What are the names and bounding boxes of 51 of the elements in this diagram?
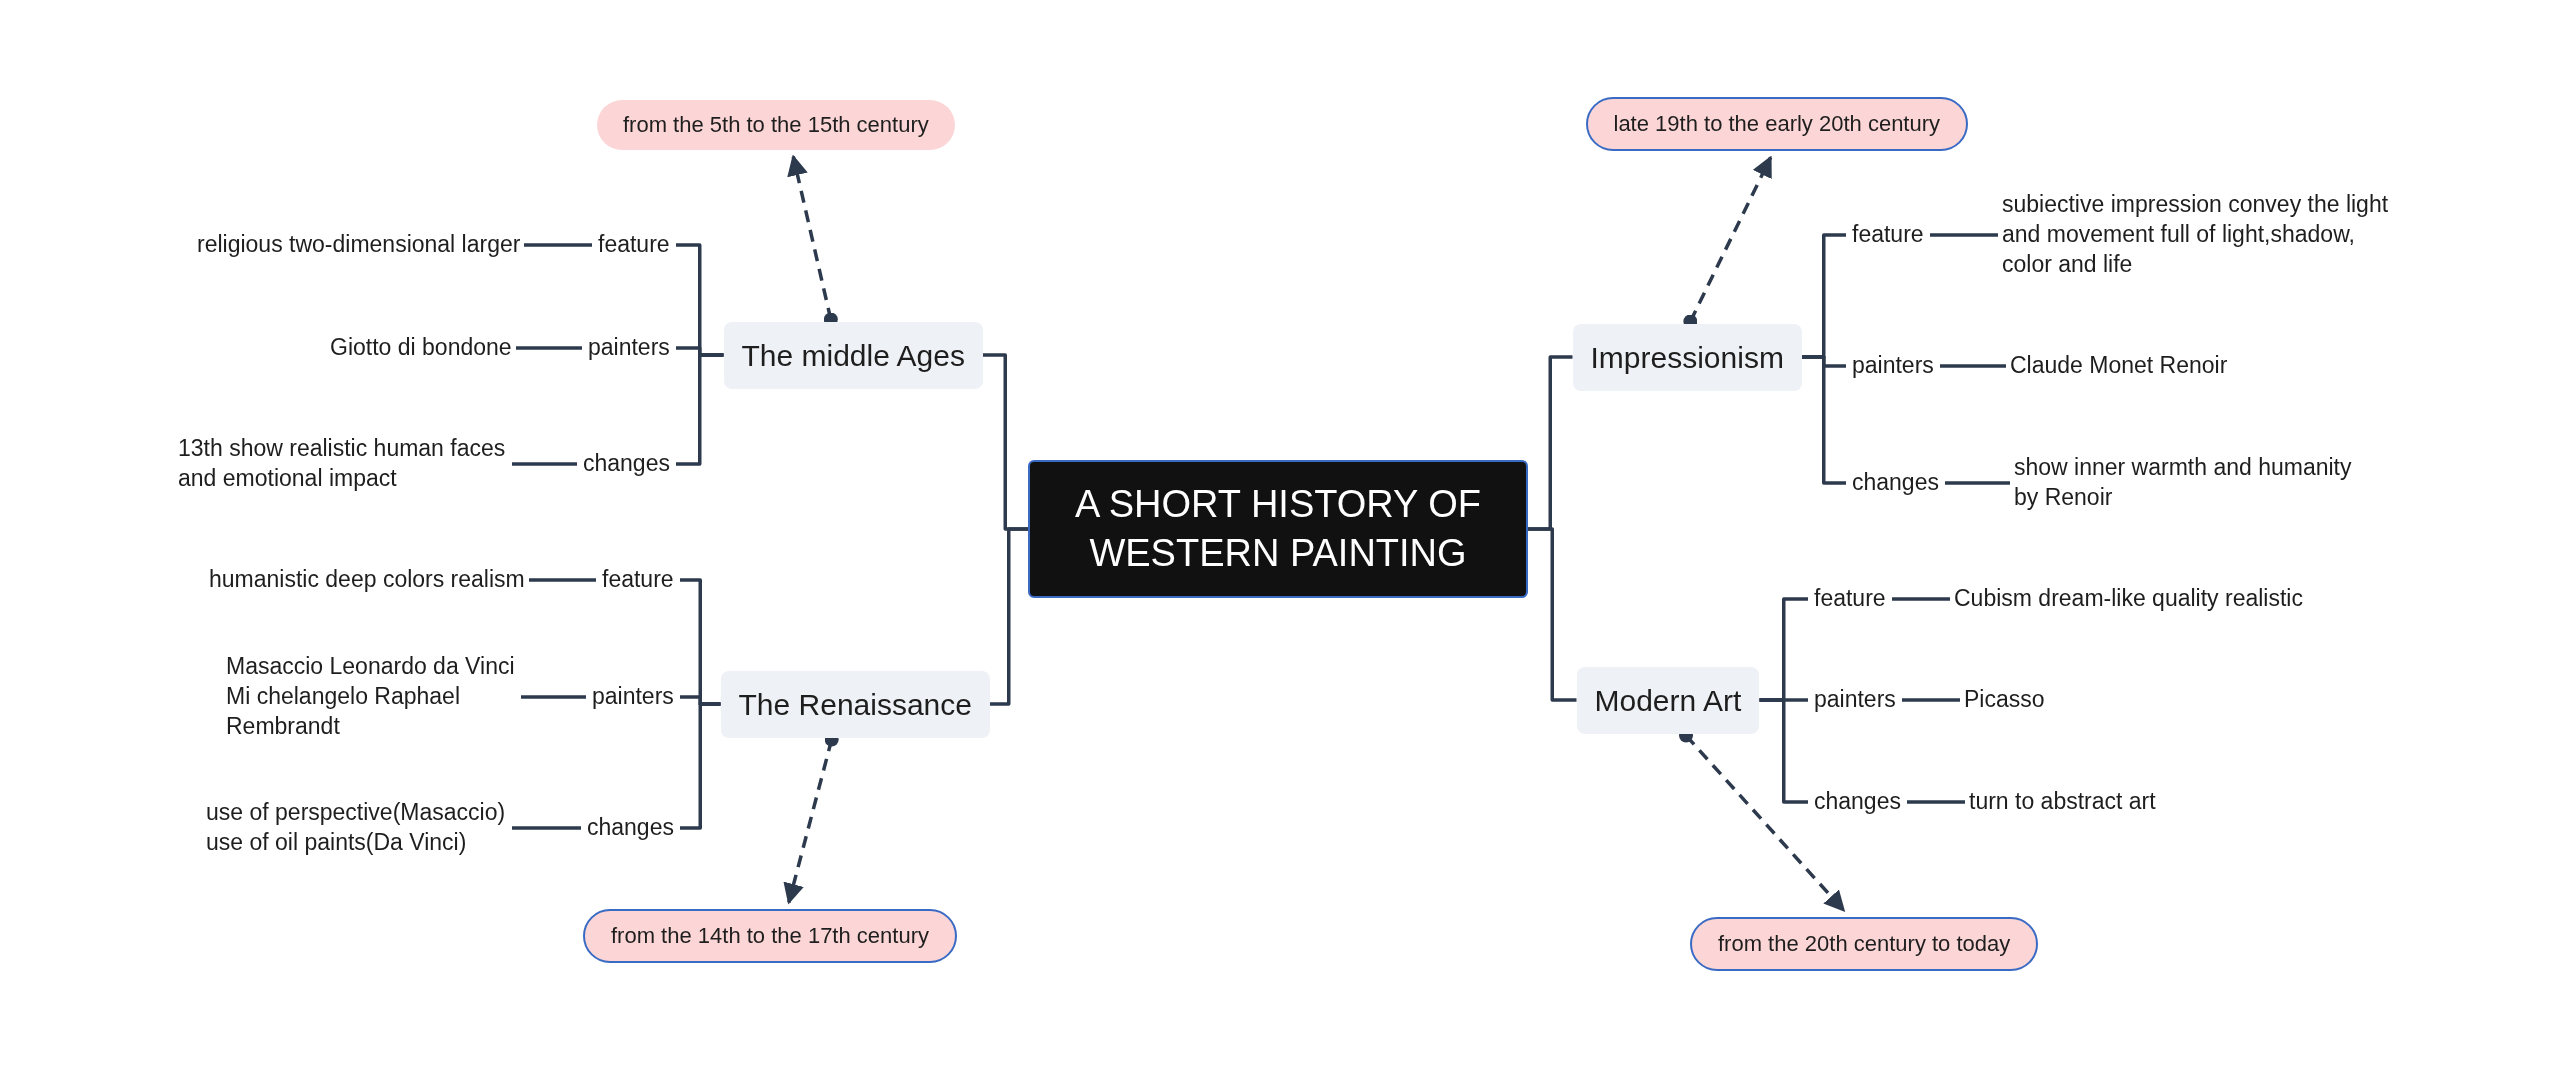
branch-label: feature <box>596 561 680 599</box>
topic-box: Modern Art <box>1576 666 1760 734</box>
connector-line <box>676 353 724 466</box>
branch-label: changes <box>1808 783 1907 821</box>
detail-text: Masaccio Leonardo da Vinci Mi chelangelo Raphael Rembrandt <box>222 650 521 744</box>
branch-label: painters <box>586 678 680 716</box>
period-pill: from the 20th century to today <box>1690 916 2039 972</box>
topic-box: The Renaissance <box>720 670 990 738</box>
detail-text: religious two-dimensional larger <box>193 228 525 262</box>
detail-text: turn to abstract art <box>1965 785 2160 819</box>
connector-line <box>512 826 581 830</box>
connector-line <box>989 527 1028 706</box>
connector-line <box>1945 481 2010 485</box>
period-pill: from the 14th to the 17th century <box>583 908 957 964</box>
branch-label: changes <box>581 809 680 847</box>
branch-label: feature <box>1808 580 1892 618</box>
connector-line <box>1930 233 1998 237</box>
branch-label: changes <box>1846 464 1945 502</box>
central-topic: A SHORT HISTORY OF WESTERN PAINTING <box>1028 459 1528 599</box>
detail-text: humanistic deep colors realism <box>205 563 529 597</box>
branch-label: painters <box>1846 347 1940 385</box>
connector-line <box>1940 364 2006 368</box>
connector-line <box>521 695 586 699</box>
connector-line <box>1892 597 1950 601</box>
period-pill: late 19th to the early 20th century <box>1585 96 1969 152</box>
detail-text: Giotto di bondone <box>326 331 516 365</box>
detail-text: 13th show realistic human faces and emotional impact <box>174 432 512 496</box>
branch-label: feature <box>592 226 676 264</box>
branch-label: changes <box>577 445 676 483</box>
branch-label: painters <box>582 329 676 367</box>
connector-line <box>1907 800 1965 804</box>
connector-line <box>512 462 577 466</box>
connector-line <box>680 702 721 830</box>
topic-box: The middle Ages <box>723 321 983 389</box>
period-pill: from the 5th to the 15th century <box>597 99 955 151</box>
connector-line <box>1759 698 1808 804</box>
detail-text: subiective impression convey the light and movement full of light,shadow, color and life <box>1998 188 2395 282</box>
detail-text: show inner warmth and humanity by Renoir <box>2010 451 2358 515</box>
connector-line <box>1528 527 1577 702</box>
topic-box: Impressionism <box>1572 323 1802 391</box>
detail-text: Picasso <box>1960 683 2049 717</box>
connector-line <box>1902 698 1960 702</box>
detail-text: Cubism dream-like quality realistic <box>1950 582 2307 616</box>
connector-line <box>516 346 582 350</box>
branch-label: feature <box>1846 216 1930 254</box>
connector-line <box>529 578 596 582</box>
connector-line <box>1801 355 1846 485</box>
detail-text: Claude Monet Renoir <box>2006 349 2232 383</box>
connector-line <box>524 243 592 247</box>
branch-label: painters <box>1808 681 1902 719</box>
detail-text: use of perspective(Masaccio) use of oil paints(Da Vinci) <box>202 796 512 860</box>
